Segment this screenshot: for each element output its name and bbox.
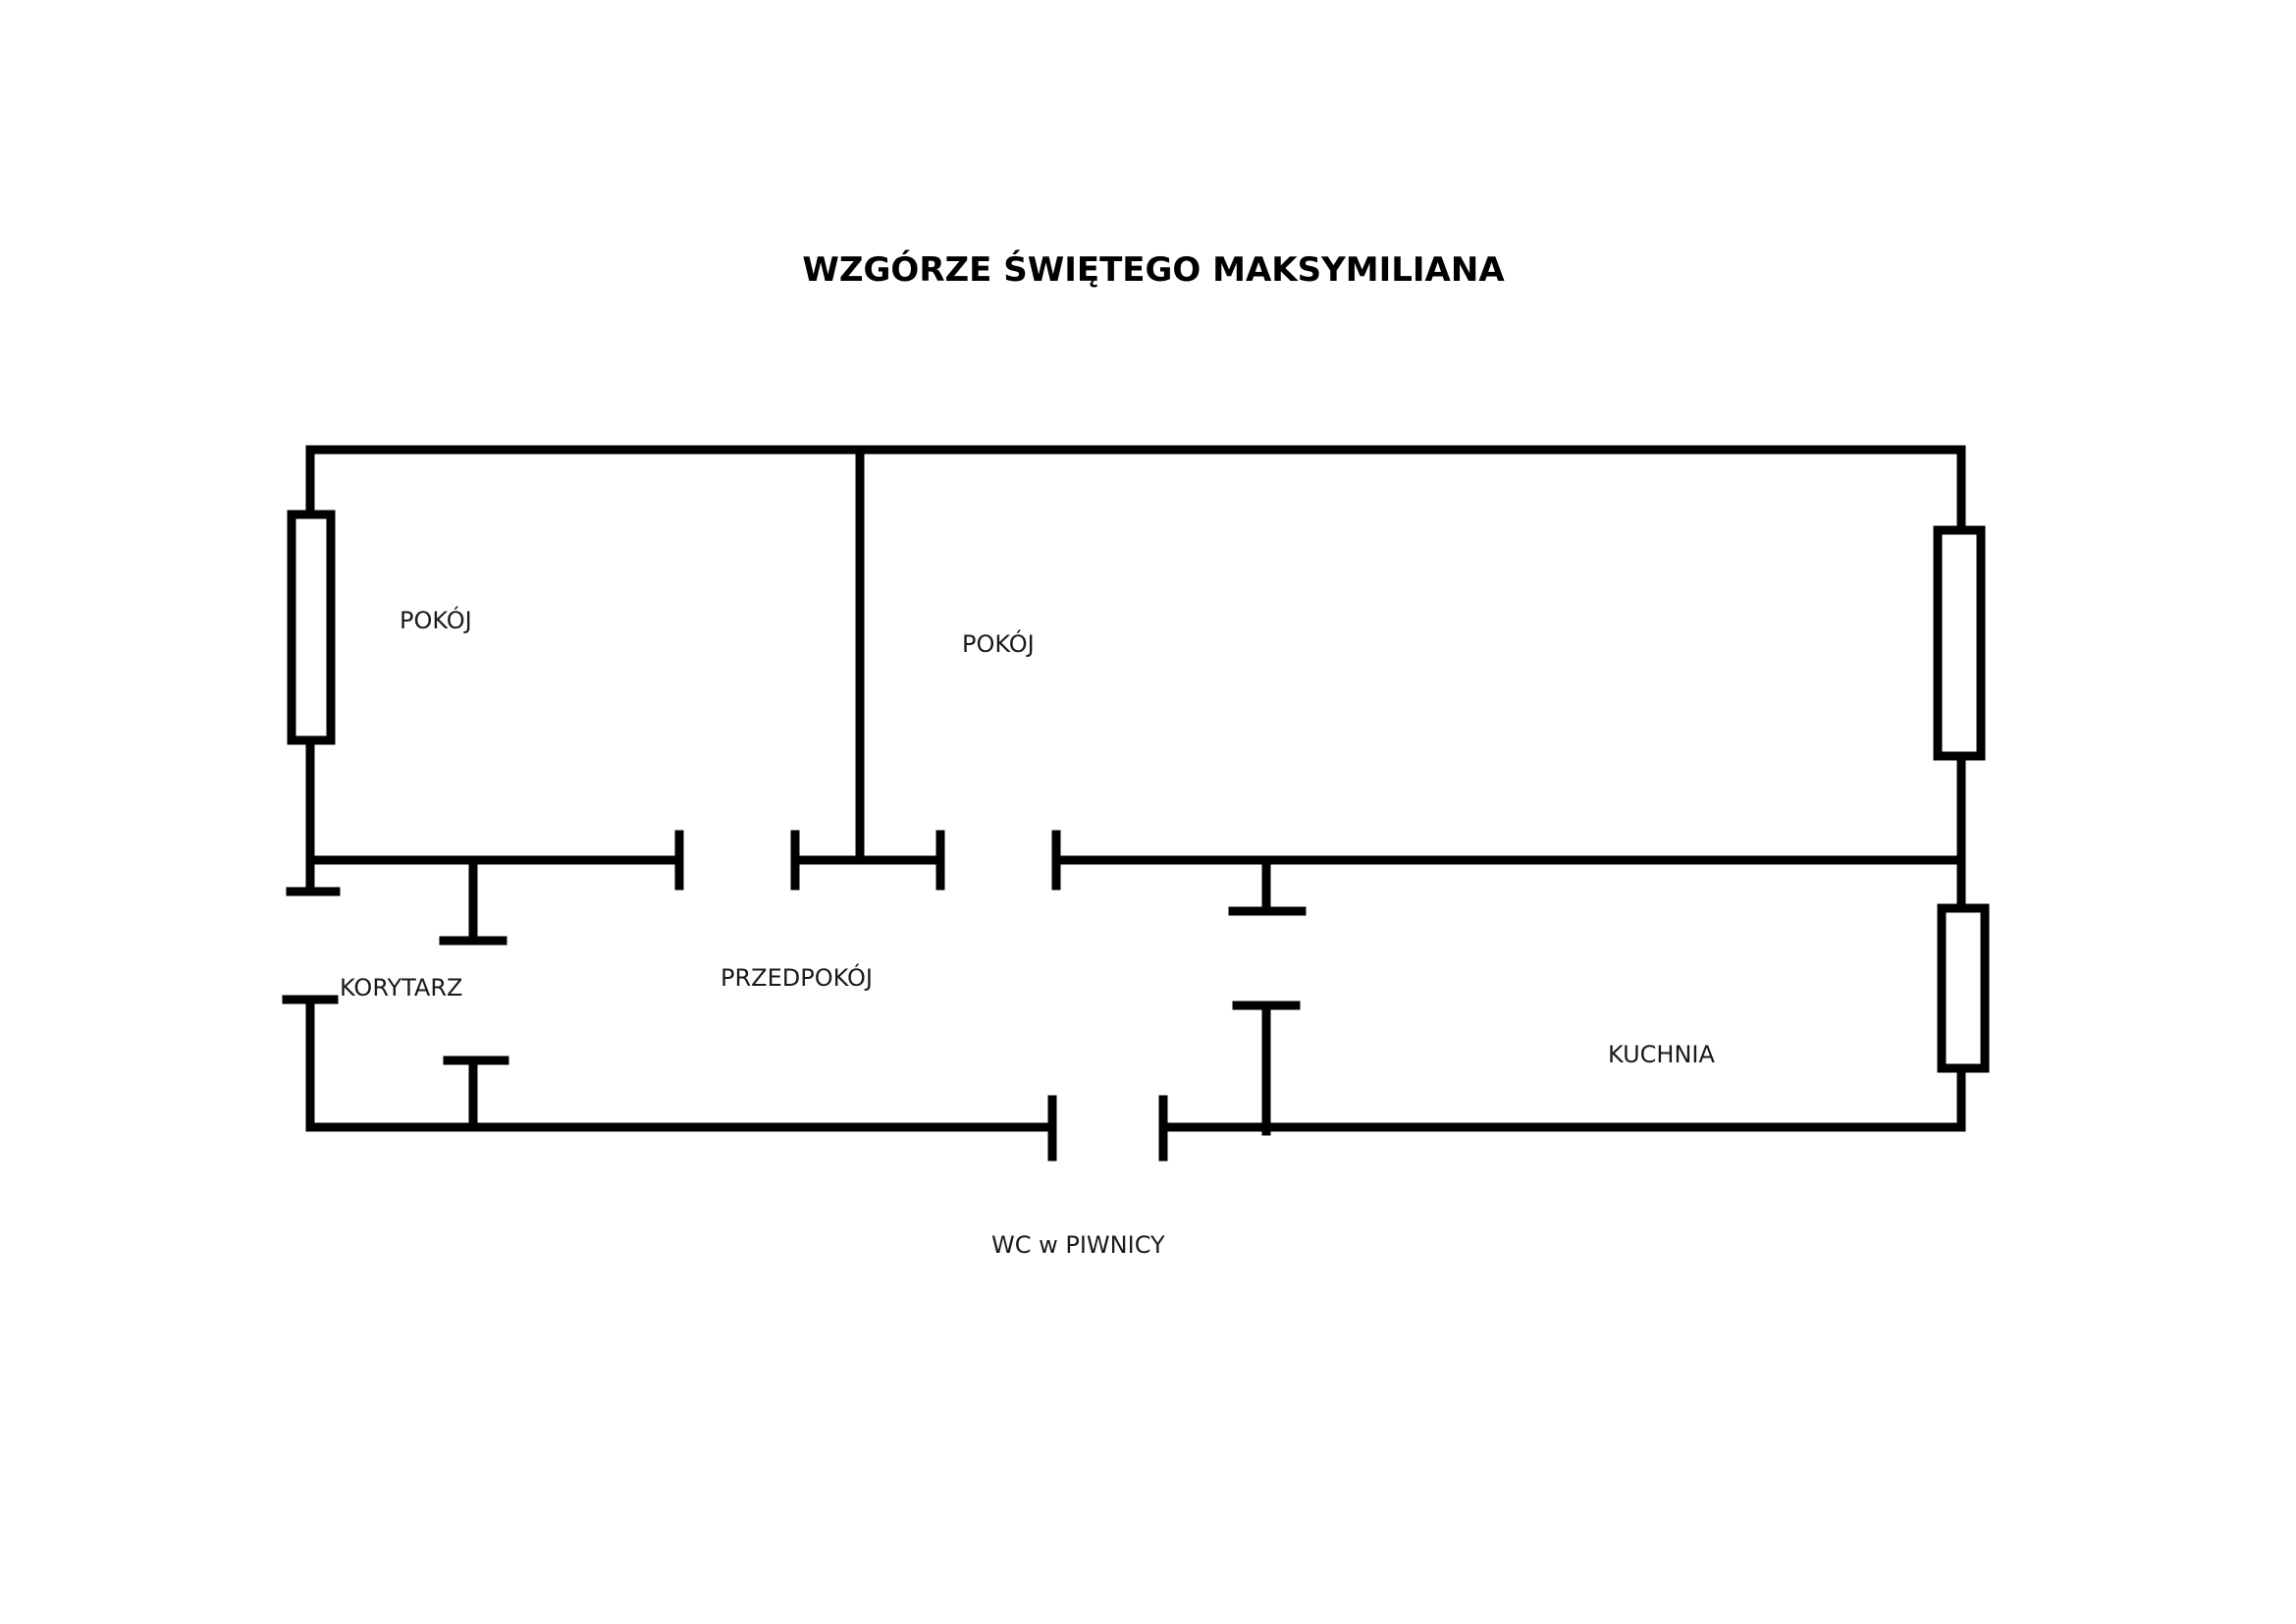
plan-title: WZGÓRZE ŚWIĘTEGO MAKSYMILIANA xyxy=(802,249,1505,290)
room-label-corridor: KORYTARZ xyxy=(340,974,462,1001)
room-label-left: POKÓJ xyxy=(400,605,472,634)
window-right-top xyxy=(1933,525,1986,761)
room-label-right: POKÓJ xyxy=(962,628,1035,658)
window-left xyxy=(287,510,336,745)
window-right-kitchen xyxy=(1937,903,1990,1073)
room-label-hall: PRZEDPOKÓJ xyxy=(721,962,873,992)
room-label-kitchen: KUCHNIA xyxy=(1608,1041,1715,1068)
room-label-wc: WC w PIWNICY xyxy=(991,1231,1165,1259)
